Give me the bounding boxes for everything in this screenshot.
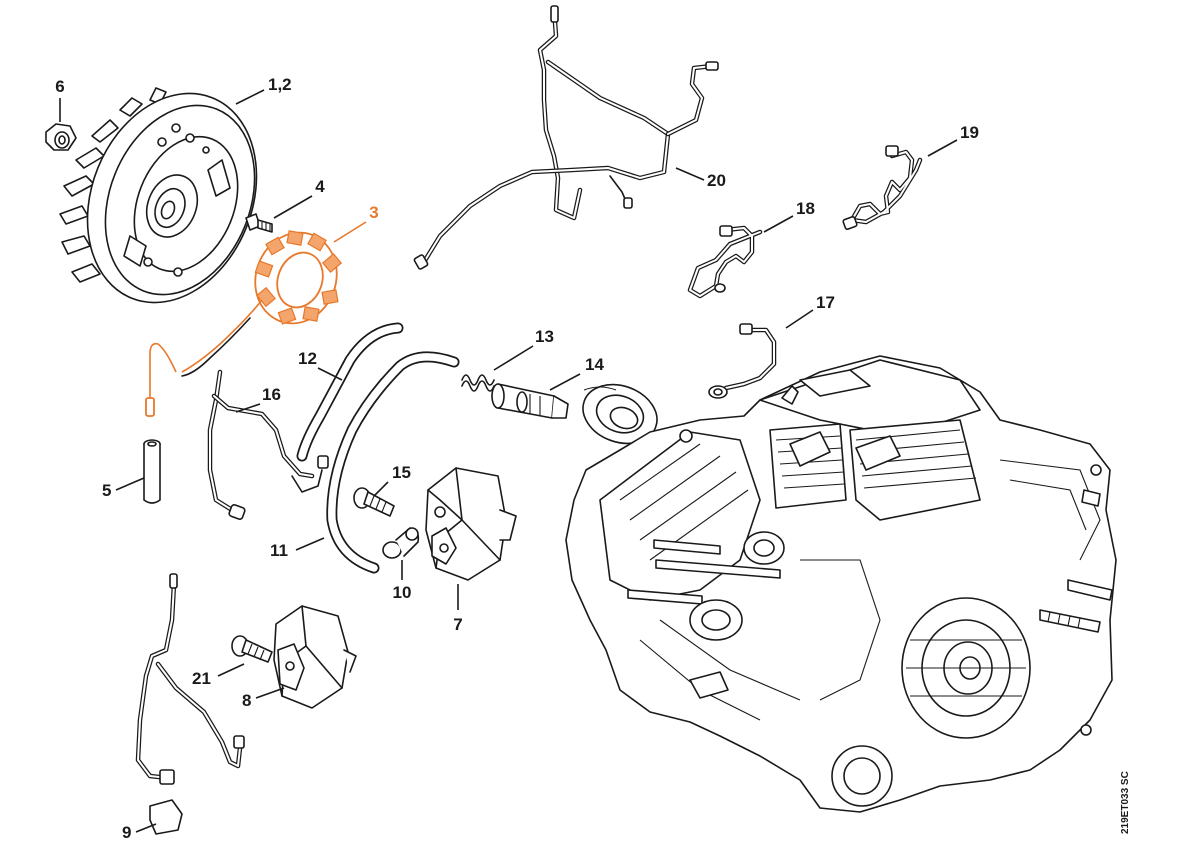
callout-label-c10: 10 [393, 583, 412, 602]
hose-11 [326, 351, 460, 574]
nut-part [45, 123, 77, 151]
callout-leader-c21 [217, 663, 245, 677]
callout-leader-c9 [135, 823, 157, 833]
stator-wire-connector [145, 342, 177, 417]
callout-label-c13: 13 [535, 327, 554, 346]
hose-12 [296, 322, 404, 462]
callout-leader-c16 [235, 403, 261, 413]
callout-label-c12: 1,2 [268, 75, 292, 94]
callout-label-c21: 21 [192, 669, 211, 688]
callout-label-c9: 9 [122, 823, 131, 842]
callout-label-c3: 3 [369, 203, 378, 222]
grommet-part [582, 383, 658, 445]
callout-label-c17: 17 [816, 293, 835, 312]
sleeve-10 [382, 527, 420, 559]
callout-leader-c8 [255, 687, 285, 699]
callout-label-c19: 19 [960, 123, 979, 142]
callout-label-c4: 4 [315, 177, 325, 196]
wire-harness-20 [413, 5, 719, 270]
callout-label-c12b: 12 [298, 349, 317, 368]
callout-label-c14: 14 [585, 355, 604, 374]
callout-leader-c12 [235, 89, 265, 105]
ignition-module-7 [425, 467, 517, 581]
callout-label-c16: 16 [262, 385, 281, 404]
callout-leader-c4 [273, 195, 313, 219]
sleeve-part [143, 439, 161, 504]
callout-leader-c18 [763, 215, 794, 233]
callout-leader-c11 [295, 537, 325, 551]
callout-leader-c13 [493, 345, 534, 371]
callout-label-c8: 8 [242, 691, 251, 710]
screw-part [245, 213, 273, 233]
wire-18 [687, 225, 763, 299]
callout-leader-c17 [785, 309, 814, 329]
wire-harness-16 [207, 369, 329, 520]
callout-label-c7: 7 [453, 615, 462, 634]
callout-leader-c14 [549, 373, 581, 391]
screw-15 [353, 487, 395, 517]
screw-21 [231, 635, 273, 663]
callout-label-c20: 20 [707, 171, 726, 190]
wire-17 [708, 323, 777, 399]
callout-leader-c12b [317, 367, 343, 381]
spark-plug-boot-part [491, 383, 569, 419]
callout-label-c6: 6 [55, 77, 64, 96]
ignition-coil-part [181, 230, 343, 373]
spring-part [461, 374, 495, 392]
engine-housing [565, 355, 1117, 813]
callout-leader-c3 [333, 221, 367, 243]
drawing-code: 219ET033 SC [1120, 771, 1131, 834]
flywheel-part [59, 87, 258, 304]
wire-harness-9 [135, 573, 245, 835]
callout-label-c15: 15 [392, 463, 411, 482]
callout-leader-c20 [675, 167, 705, 181]
callout-leader-c19 [927, 139, 958, 157]
callout-leader-c15 [373, 481, 389, 497]
short-circuit-module-8 [273, 605, 357, 709]
wire-19 [842, 145, 923, 230]
callout-label-c11: 11 [270, 541, 288, 560]
callout-label-c18: 18 [796, 199, 815, 218]
callout-layer: 1,2 6 4 3 20 19 18 17 13 14 12 16 5 15 11 10 7 21 8 9 [55, 75, 979, 842]
callout-label-c5: 5 [102, 481, 111, 500]
callout-leader-c5 [115, 477, 145, 491]
